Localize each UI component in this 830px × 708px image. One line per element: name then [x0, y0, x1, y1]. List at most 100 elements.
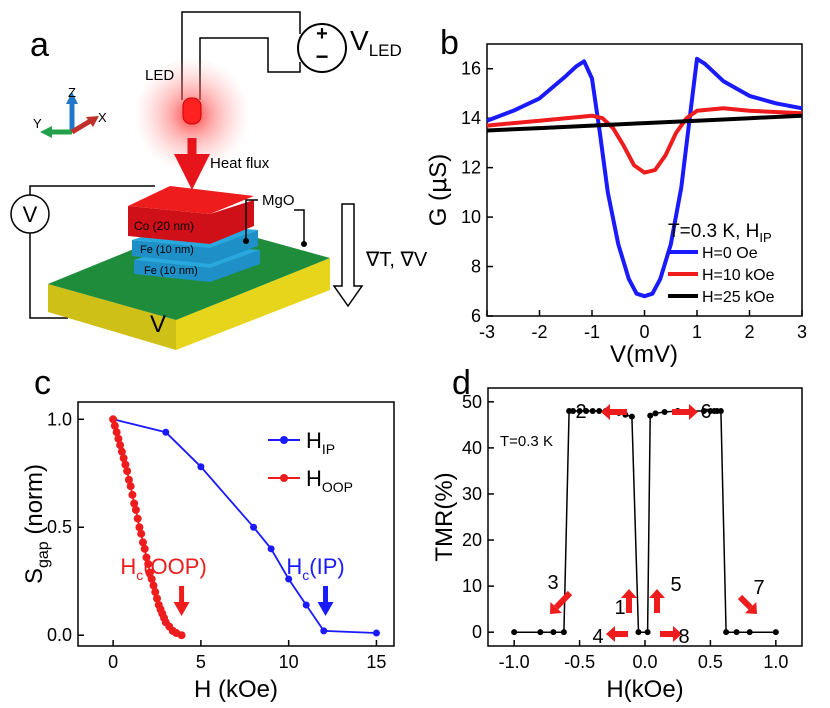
data-point: [142, 553, 151, 562]
hc-arrow-icon: [317, 602, 334, 616]
data-point: [126, 482, 135, 491]
battery-symbol: [297, 23, 347, 73]
legend-marker: [280, 474, 288, 482]
data-point: [128, 490, 137, 499]
arrow-number: 7: [753, 577, 764, 599]
data-point: [250, 523, 258, 531]
arrow-number: 1: [614, 597, 625, 619]
data-point: [149, 581, 158, 590]
y-tick-label: 20: [462, 530, 482, 550]
data-point: [177, 631, 186, 640]
data-point: [570, 408, 577, 415]
b-xlabel: V(mV): [610, 341, 678, 368]
y-tick-label: 0: [472, 622, 482, 642]
data-point: [583, 408, 590, 415]
led-icon: [182, 97, 202, 125]
legend-label: H=10 kOe: [702, 267, 775, 284]
data-point: [131, 505, 140, 514]
data-point: [644, 629, 651, 636]
x-tick-label: 0.0: [632, 652, 657, 672]
substrate-pointer: [294, 209, 305, 244]
data-point: [110, 421, 119, 430]
data-point: [589, 408, 596, 415]
data-point: [123, 467, 132, 476]
data-point: [723, 629, 730, 636]
data-point: [511, 629, 518, 636]
b-condition-note: T=0.3 K, HIP: [668, 221, 772, 245]
data-point: [733, 629, 740, 636]
axis-y-arrowhead-icon: [40, 126, 52, 138]
data-point: [537, 629, 544, 636]
data-point: [320, 627, 328, 635]
x-tick-label: 0: [108, 652, 118, 672]
fe2-label: Fe (10 nm): [144, 265, 198, 277]
direction-arrowhead-icon: [673, 626, 682, 642]
data-point: [145, 568, 154, 577]
data-point: [140, 544, 149, 553]
d-ylabel: TMR(%): [431, 472, 458, 561]
data-point: [372, 629, 380, 637]
y-tick-label: 30: [462, 484, 482, 504]
substrate-pointer-dot: [301, 241, 307, 247]
panel-label-c: c: [34, 364, 51, 402]
arrow-number: 8: [678, 626, 689, 648]
y-tick-label: 6: [471, 306, 481, 326]
x-tick-label: -1: [584, 322, 600, 342]
axis-z-arrowhead-icon: [66, 92, 78, 104]
data-point: [162, 428, 170, 436]
data-point: [116, 441, 125, 450]
voltmeter-label: V: [23, 202, 38, 227]
led-label: LED: [145, 67, 174, 84]
data-point: [772, 629, 779, 636]
heat-flux-label: Heat flux: [210, 155, 270, 172]
data-point: [746, 629, 753, 636]
y-tick-label: 0.0: [47, 625, 72, 645]
voltmeter-wire: [29, 185, 155, 319]
x-tick-label: 1.0: [763, 652, 788, 672]
data-point: [121, 460, 130, 469]
legend-label: H=25 kOe: [702, 289, 775, 306]
x-tick-label: -2: [531, 322, 547, 342]
direction-arrowhead-icon: [606, 626, 615, 642]
series-line-0: [514, 410, 776, 633]
data-point: [717, 408, 724, 415]
panel-a: a + − VLED LED Heat flux Z Y X V: [10, 11, 428, 350]
mgo-pointer: [245, 199, 258, 241]
fe1-label: Fe (10 nm): [140, 244, 194, 256]
x-tick-label: 3: [797, 322, 807, 342]
battery-plus: +: [316, 23, 328, 45]
vled-label: VLED: [350, 25, 402, 60]
direction-arrowhead-icon: [621, 589, 637, 598]
axis-z-label: Z: [68, 85, 76, 100]
series-line-2: [486, 113, 803, 133]
data-point: [137, 529, 146, 538]
substrate-side-left: [48, 284, 176, 350]
arrow-number: 6: [700, 401, 711, 423]
d-xlabel: H(kOe): [606, 676, 683, 703]
axis-x-icon: [70, 117, 94, 135]
legend-label: HOOP: [306, 466, 353, 495]
co-layer-front: [128, 200, 254, 244]
hc-annotation: Hc(OOP): [120, 554, 206, 583]
y-tick-label: 14: [461, 108, 481, 128]
legend-label: HIP: [306, 428, 335, 457]
data-point: [135, 523, 144, 532]
data-point: [652, 410, 659, 417]
b-series-group: [486, 56, 803, 299]
y-tick-label: 40: [462, 438, 482, 458]
axis-y-label: Y: [33, 116, 42, 131]
data-point: [302, 601, 310, 609]
series-line-0: [486, 56, 803, 299]
data-point: [138, 538, 147, 547]
data-point: [550, 629, 557, 636]
data-point: [119, 454, 128, 463]
data-point: [147, 575, 156, 584]
c-legend: HIP HOOP: [268, 428, 353, 495]
panel-label-d: d: [452, 364, 471, 402]
